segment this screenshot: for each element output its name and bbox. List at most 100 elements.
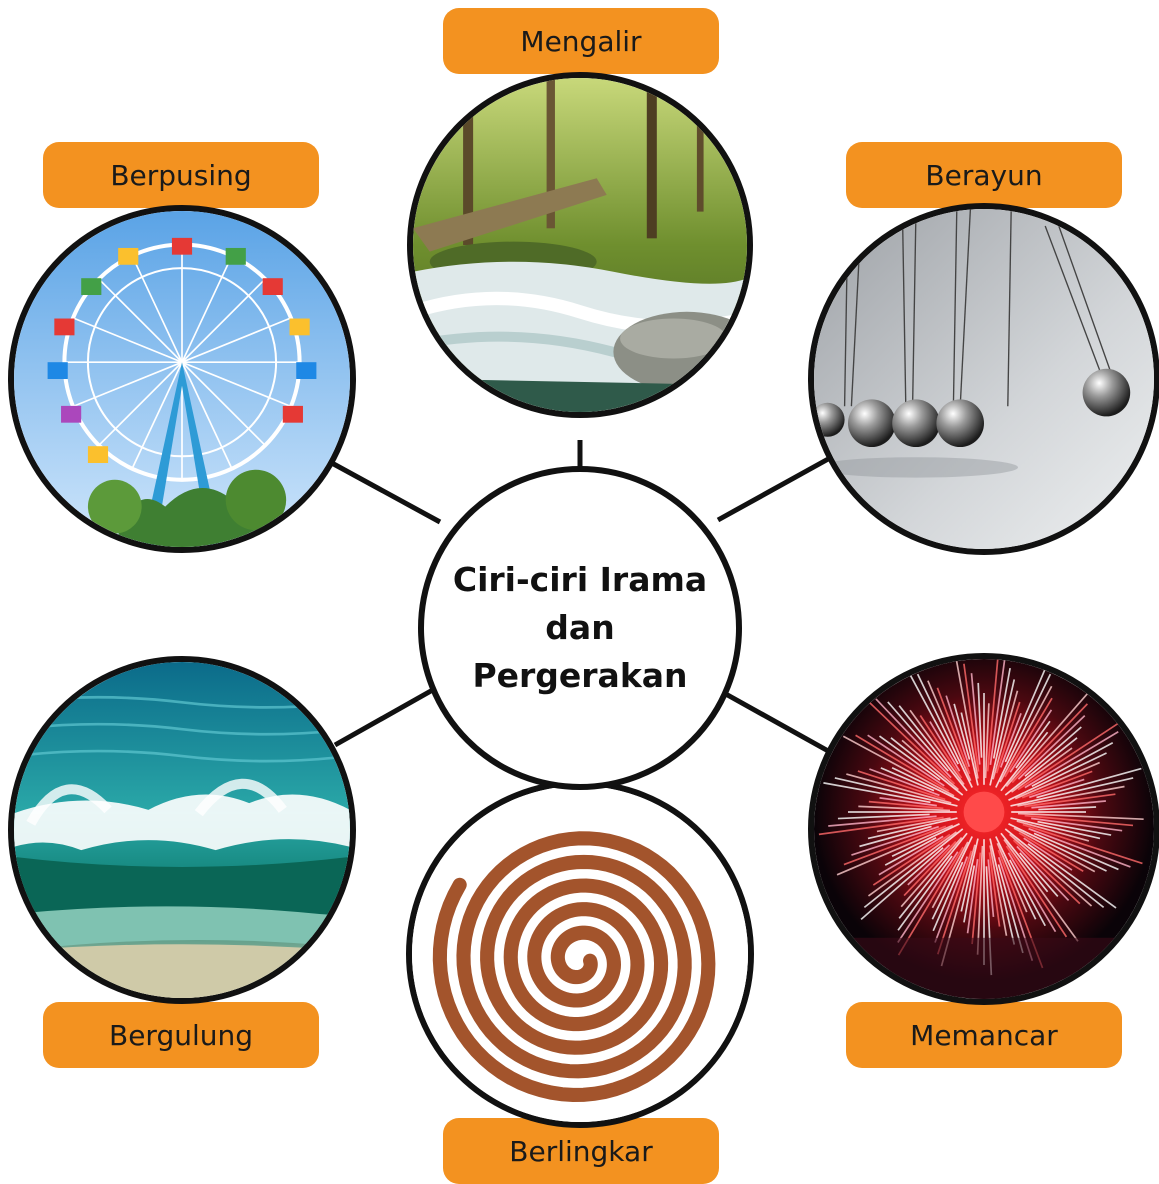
firework-ray (1000, 832, 1049, 893)
firework-ray (1010, 817, 1101, 840)
firework-ray (1016, 845, 1070, 902)
newtons-cradle-photo (808, 203, 1159, 555)
firework-ray (1017, 785, 1125, 807)
label-berlingkar: Berlingkar (443, 1118, 719, 1184)
firework-ray (1017, 719, 1124, 791)
firework-ray (1028, 827, 1131, 868)
firework-ray (1005, 845, 1068, 938)
firework-ray (897, 846, 964, 956)
firework-ray (859, 825, 932, 848)
firework-ray (869, 768, 940, 797)
firework-ray (868, 800, 944, 810)
firework-ray (1031, 817, 1123, 832)
firework-ray (971, 852, 982, 945)
firework-ray (1017, 715, 1086, 780)
firework-ray (851, 825, 939, 856)
firework-ray (875, 698, 952, 779)
firework-ray (960, 838, 979, 912)
firework-ray (860, 847, 944, 921)
firework-ray (1010, 777, 1134, 807)
firework-ray (857, 770, 946, 801)
firework-ray (834, 777, 958, 807)
firework-ray (988, 852, 1001, 927)
firework-ray (1038, 806, 1097, 811)
firework-ray (995, 701, 1021, 774)
firework-ray (1024, 731, 1119, 789)
firework-ray (1019, 852, 1059, 898)
firework-ray (862, 696, 956, 785)
mosquito-coil-photo (406, 780, 754, 1128)
firework-ray (1036, 767, 1142, 799)
firework-ray (907, 844, 951, 886)
firework-ray (986, 659, 999, 772)
firework-ray (953, 703, 971, 760)
firework-ray (898, 705, 968, 792)
firework-ray (1004, 737, 1078, 796)
firework-ray (1007, 852, 1057, 933)
firework-ray (823, 782, 931, 804)
firework-ray (1004, 828, 1105, 909)
firework-ray (987, 859, 995, 918)
firework-ray (897, 855, 953, 931)
firework-ray (1037, 820, 1112, 836)
firework-ray (1004, 661, 1049, 763)
firework-ray (960, 712, 979, 786)
coil-spiral (432, 831, 716, 1103)
firework-ray (1008, 752, 1107, 801)
firework-ray (995, 673, 1052, 788)
firework-ray (936, 850, 973, 955)
firework-ray (863, 828, 964, 909)
firework-ray (867, 734, 945, 787)
ocean-wave-photo (8, 656, 356, 1004)
firework-ray (995, 836, 1037, 920)
firework-ray (909, 709, 965, 785)
firework-ray (1031, 741, 1114, 787)
center-title-line-2: dan Pergerakan (472, 608, 688, 695)
firework-ray (934, 856, 969, 943)
firework-ray (1012, 839, 1081, 905)
firework-ray (1003, 839, 1079, 942)
firework-ray (963, 663, 980, 772)
firework-ray (843, 825, 947, 866)
firework-ray (867, 831, 957, 897)
firework-ray (1029, 778, 1085, 799)
center-title-line-1: Ciri-ciri Irama (452, 560, 708, 599)
firework-ray (836, 824, 954, 876)
firework-ray (818, 816, 944, 836)
connector-memancar (713, 685, 832, 755)
firework-ray (989, 679, 1016, 786)
firework-ray (905, 667, 959, 765)
firework-ray (931, 841, 969, 909)
firework-ray (1024, 726, 1082, 777)
firework-ray (931, 836, 973, 920)
firework-ray (970, 673, 981, 765)
firework-ray (1004, 697, 1053, 778)
label-bergulung: Bergulung (43, 1002, 319, 1068)
firework-ray (999, 685, 1053, 783)
firework-ray (1027, 843, 1117, 909)
firework-ray (919, 715, 963, 779)
firework-ray (867, 817, 958, 840)
firework-ray (989, 659, 1006, 765)
firework-ray (1033, 832, 1119, 871)
firework-ray (916, 673, 973, 788)
center-title: Ciri-ciri Irama dan Pergerakan (445, 556, 715, 700)
firework-ray (1000, 731, 1049, 792)
firework-ray (1017, 812, 1144, 821)
firework-ray (929, 721, 961, 772)
firework-ray (855, 734, 950, 792)
firework-ray (927, 680, 972, 782)
firework-ray (1009, 859, 1046, 927)
river-photo (407, 72, 753, 418)
firework-ray (891, 766, 960, 801)
firework-ray (1009, 709, 1053, 773)
fireworks-photo (808, 653, 1159, 1005)
firework-ray (1024, 814, 1134, 827)
firework-ray (1024, 793, 1116, 808)
firework-ray (1014, 761, 1101, 800)
label-memancar: Memancar (846, 1002, 1122, 1068)
firework-ray (1015, 720, 1051, 769)
firework-ray (1022, 823, 1143, 865)
firework-ray (989, 838, 1016, 945)
